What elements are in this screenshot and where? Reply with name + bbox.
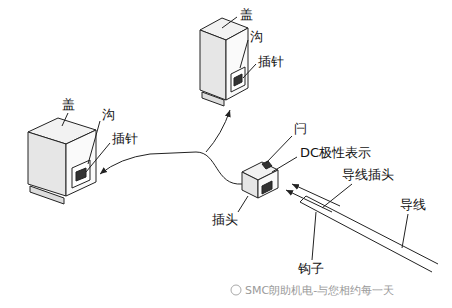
part-label: 导线插头 [342, 168, 394, 182]
part-label: 插头 [212, 213, 238, 227]
part-label: DC极性表示 [300, 146, 371, 160]
part-label: 钩子 [298, 262, 324, 276]
part-label: 插针 [112, 132, 138, 146]
part-label: 插针 [258, 55, 284, 69]
part-label: 沟 [250, 30, 263, 44]
part-label: 闩 [294, 122, 307, 136]
part-label: 导线 [400, 198, 426, 212]
part-label: 盖 [62, 98, 75, 112]
part-label: 盖 [240, 8, 253, 22]
part-label: 沟 [102, 108, 115, 122]
watermark: SMC朗助机电-与您相约每一天 [245, 284, 394, 298]
